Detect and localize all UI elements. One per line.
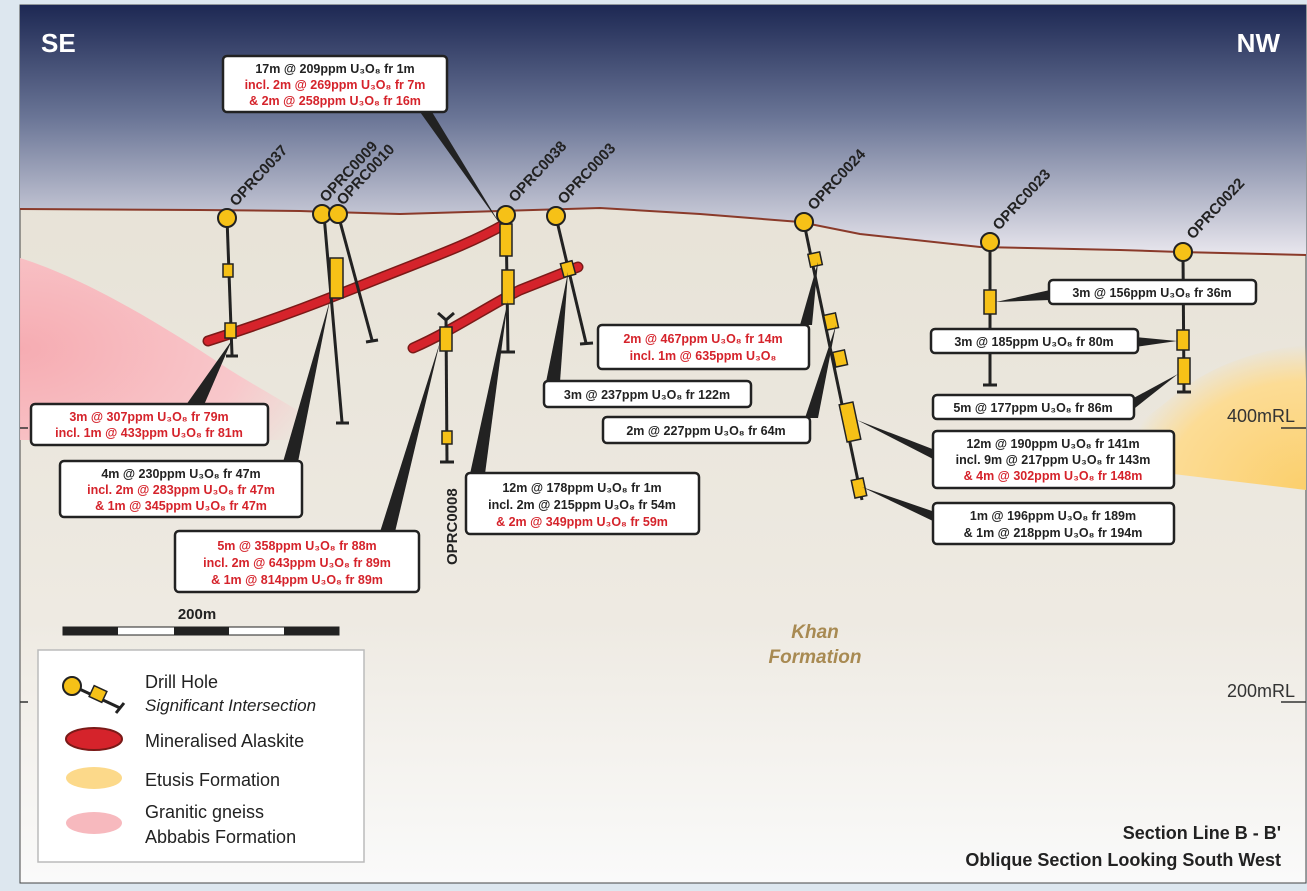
svg-text:incl. 9m @ 217ppm U₃O₈ fr 143m: incl. 9m @ 217ppm U₃O₈ fr 143m	[956, 453, 1151, 467]
svg-text:incl. 2m @ 643ppm U₃O₈ fr 89m: incl. 2m @ 643ppm U₃O₈ fr 89m	[203, 556, 391, 570]
svg-text:2m @ 467ppm U₃O₈ fr 14m: 2m @ 467ppm U₃O₈ fr 14m	[623, 332, 782, 346]
drill-hole-opr0010	[328, 204, 379, 344]
svg-text:incl. 2m @ 215ppm U₃O₈ fr 54m: incl. 2m @ 215ppm U₃O₈ fr 54m	[488, 498, 676, 512]
elevation-400-label: 400mRL	[1227, 406, 1295, 426]
scale-bar: 200m	[62, 606, 340, 636]
svg-text:3m @ 237ppm U₃O₈ fr 122m: 3m @ 237ppm U₃O₈ fr 122m	[564, 388, 730, 402]
legend-drill-hole-symbol	[62, 676, 126, 714]
legend: Drill Hole Significant Intersection Mine…	[37, 649, 365, 863]
legend-etusis-swatch	[66, 767, 122, 789]
callout-leaders	[186, 112, 1178, 532]
callout-c2: 3m @ 307ppm U₃O₈ fr 79m incl. 1m @ 433pp…	[29, 402, 270, 447]
callout-c5: 12m @ 178ppm U₃O₈ fr 1m incl. 2m @ 215pp…	[464, 471, 701, 536]
svg-text:incl. 2m @ 283ppm U₃O₈ fr 47m: incl. 2m @ 283ppm U₃O₈ fr 47m	[87, 483, 275, 497]
svg-text:12m @ 178ppm U₃O₈ fr 1m: 12m @ 178ppm U₃O₈ fr 1m	[502, 481, 661, 495]
svg-text:12m @ 190ppm U₃O₈ fr 141m: 12m @ 190ppm U₃O₈ fr 141m	[966, 437, 1139, 451]
callout-c7: 3m @ 237ppm U₃O₈ fr 122m	[542, 379, 753, 409]
callout-c4: 5m @ 358ppm U₃O₈ fr 88m incl. 2m @ 643pp…	[173, 529, 421, 594]
svg-text:& 1m @ 218ppm U₃O₈ fr 194m: & 1m @ 218ppm U₃O₈ fr 194m	[964, 526, 1143, 540]
callout-c13: 1m @ 196ppm U₃O₈ fr 189m & 1m @ 218ppm U…	[931, 501, 1176, 546]
drill-hole-opr0009	[312, 204, 349, 425]
svg-text:2m @ 227ppm U₃O₈ fr 64m: 2m @ 227ppm U₃O₈ fr 64m	[626, 424, 785, 438]
svg-text:& 1m @ 814ppm U₃O₈ fr 89m: & 1m @ 814ppm U₃O₈ fr 89m	[211, 573, 383, 587]
svg-text:& 1m @ 345ppm U₃O₈ fr 47m: & 1m @ 345ppm U₃O₈ fr 47m	[95, 499, 267, 513]
scale-bar-label: 200m	[178, 606, 216, 623]
svg-text:3m @ 185ppm U₃O₈ fr 80m: 3m @ 185ppm U₃O₈ fr 80m	[954, 335, 1113, 349]
drill-hole-opr0038	[496, 205, 516, 354]
legend-etusis-label: Etusis Formation	[145, 770, 280, 790]
svg-text:4m @ 230ppm U₃O₈ fr 47m: 4m @ 230ppm U₃O₈ fr 47m	[101, 467, 260, 481]
svg-text:& 4m @ 302ppm U₃O₈ fr 148m: & 4m @ 302ppm U₃O₈ fr 148m	[964, 469, 1143, 483]
svg-text:5m @ 177ppm U₃O₈ fr 86m: 5m @ 177ppm U₃O₈ fr 86m	[953, 401, 1112, 415]
callout-c6: 2m @ 467ppm U₃O₈ fr 14m incl. 1m @ 635pp…	[596, 323, 811, 371]
callout-c1: 17m @ 209ppm U₃O₈ fr 1m incl. 2m @ 269pp…	[221, 54, 449, 114]
mineralised-alaskite-upper	[204, 220, 509, 345]
svg-text:incl. 1m @ 433ppm U₃O₈ fr 81m: incl. 1m @ 433ppm U₃O₈ fr 81m	[55, 426, 243, 440]
callout-c8: 2m @ 227ppm U₃O₈ fr 64m	[601, 415, 812, 445]
legend-intersection-label: Significant Intersection	[145, 696, 316, 715]
svg-text:incl. 1m @ 635ppm U₃O₈: incl. 1m @ 635ppm U₃O₈	[630, 349, 777, 363]
drill-hole-opr0023	[980, 232, 1000, 387]
drill-hole-opr0003	[546, 206, 594, 346]
svg-text:3m @ 156ppm U₃O₈ fr 36m: 3m @ 156ppm U₃O₈ fr 36m	[1072, 286, 1231, 300]
svg-text:incl. 2m @ 269ppm U₃O₈ fr 7m: incl. 2m @ 269ppm U₃O₈ fr 7m	[245, 78, 426, 92]
legend-alaskite-label: Mineralised Alaskite	[145, 731, 304, 751]
drill-hole-opr0022	[1173, 242, 1193, 394]
legend-gneiss-label: Granitic gneiss	[145, 802, 264, 822]
drill-hole-opr0008	[437, 311, 455, 464]
khan-formation-label-2: Formation	[769, 647, 862, 668]
callout-c3: 4m @ 230ppm U₃O₈ fr 47m incl. 2m @ 283pp…	[58, 459, 304, 519]
topographic-surface	[19, 206, 1307, 256]
khan-formation-label-1: Khan	[791, 622, 839, 643]
callout-c10: 3m @ 185ppm U₃O₈ fr 80m	[929, 327, 1140, 355]
callout-c11: 5m @ 177ppm U₃O₈ fr 86m	[931, 393, 1136, 421]
elevation-200-label: 200mRL	[1227, 681, 1295, 701]
hole-label-opr0008: OPRC0008	[444, 488, 461, 565]
svg-text:& 2m @ 349ppm U₃O₈ fr 59m: & 2m @ 349ppm U₃O₈ fr 59m	[496, 515, 668, 529]
orientation-nw: NW	[1237, 28, 1281, 58]
svg-text:1m @ 196ppm U₃O₈ fr 189m: 1m @ 196ppm U₃O₈ fr 189m	[970, 509, 1136, 523]
section-title-line1: Section Line B - B'	[1123, 823, 1281, 843]
legend-drill-hole-label: Drill Hole	[145, 672, 218, 692]
legend-abbabis-label: Abbabis Formation	[145, 827, 296, 847]
callout-c12: 12m @ 190ppm U₃O₈ fr 141m incl. 9m @ 217…	[931, 429, 1176, 490]
section-title-line2: Oblique Section Looking South West	[965, 850, 1281, 870]
drill-hole-opr0037	[217, 208, 238, 358]
granitic-gneiss-region	[20, 258, 340, 440]
svg-text:17m @ 209ppm U₃O₈ fr 1m: 17m @ 209ppm U₃O₈ fr 1m	[255, 62, 414, 76]
callout-c9: 3m @ 156ppm U₃O₈ fr 36m	[1047, 278, 1258, 306]
svg-text:& 2m @ 258ppm U₃O₈ fr 16m: & 2m @ 258ppm U₃O₈ fr 16m	[249, 94, 421, 108]
svg-text:5m @ 358ppm U₃O₈ fr 88m: 5m @ 358ppm U₃O₈ fr 88m	[217, 539, 376, 553]
svg-text:3m @ 307ppm U₃O₈ fr 79m: 3m @ 307ppm U₃O₈ fr 79m	[69, 410, 228, 424]
orientation-se: SE	[41, 28, 76, 58]
drill-hole-opr0024	[794, 212, 868, 501]
legend-gneiss-swatch	[66, 812, 122, 834]
legend-alaskite-swatch	[65, 727, 123, 751]
